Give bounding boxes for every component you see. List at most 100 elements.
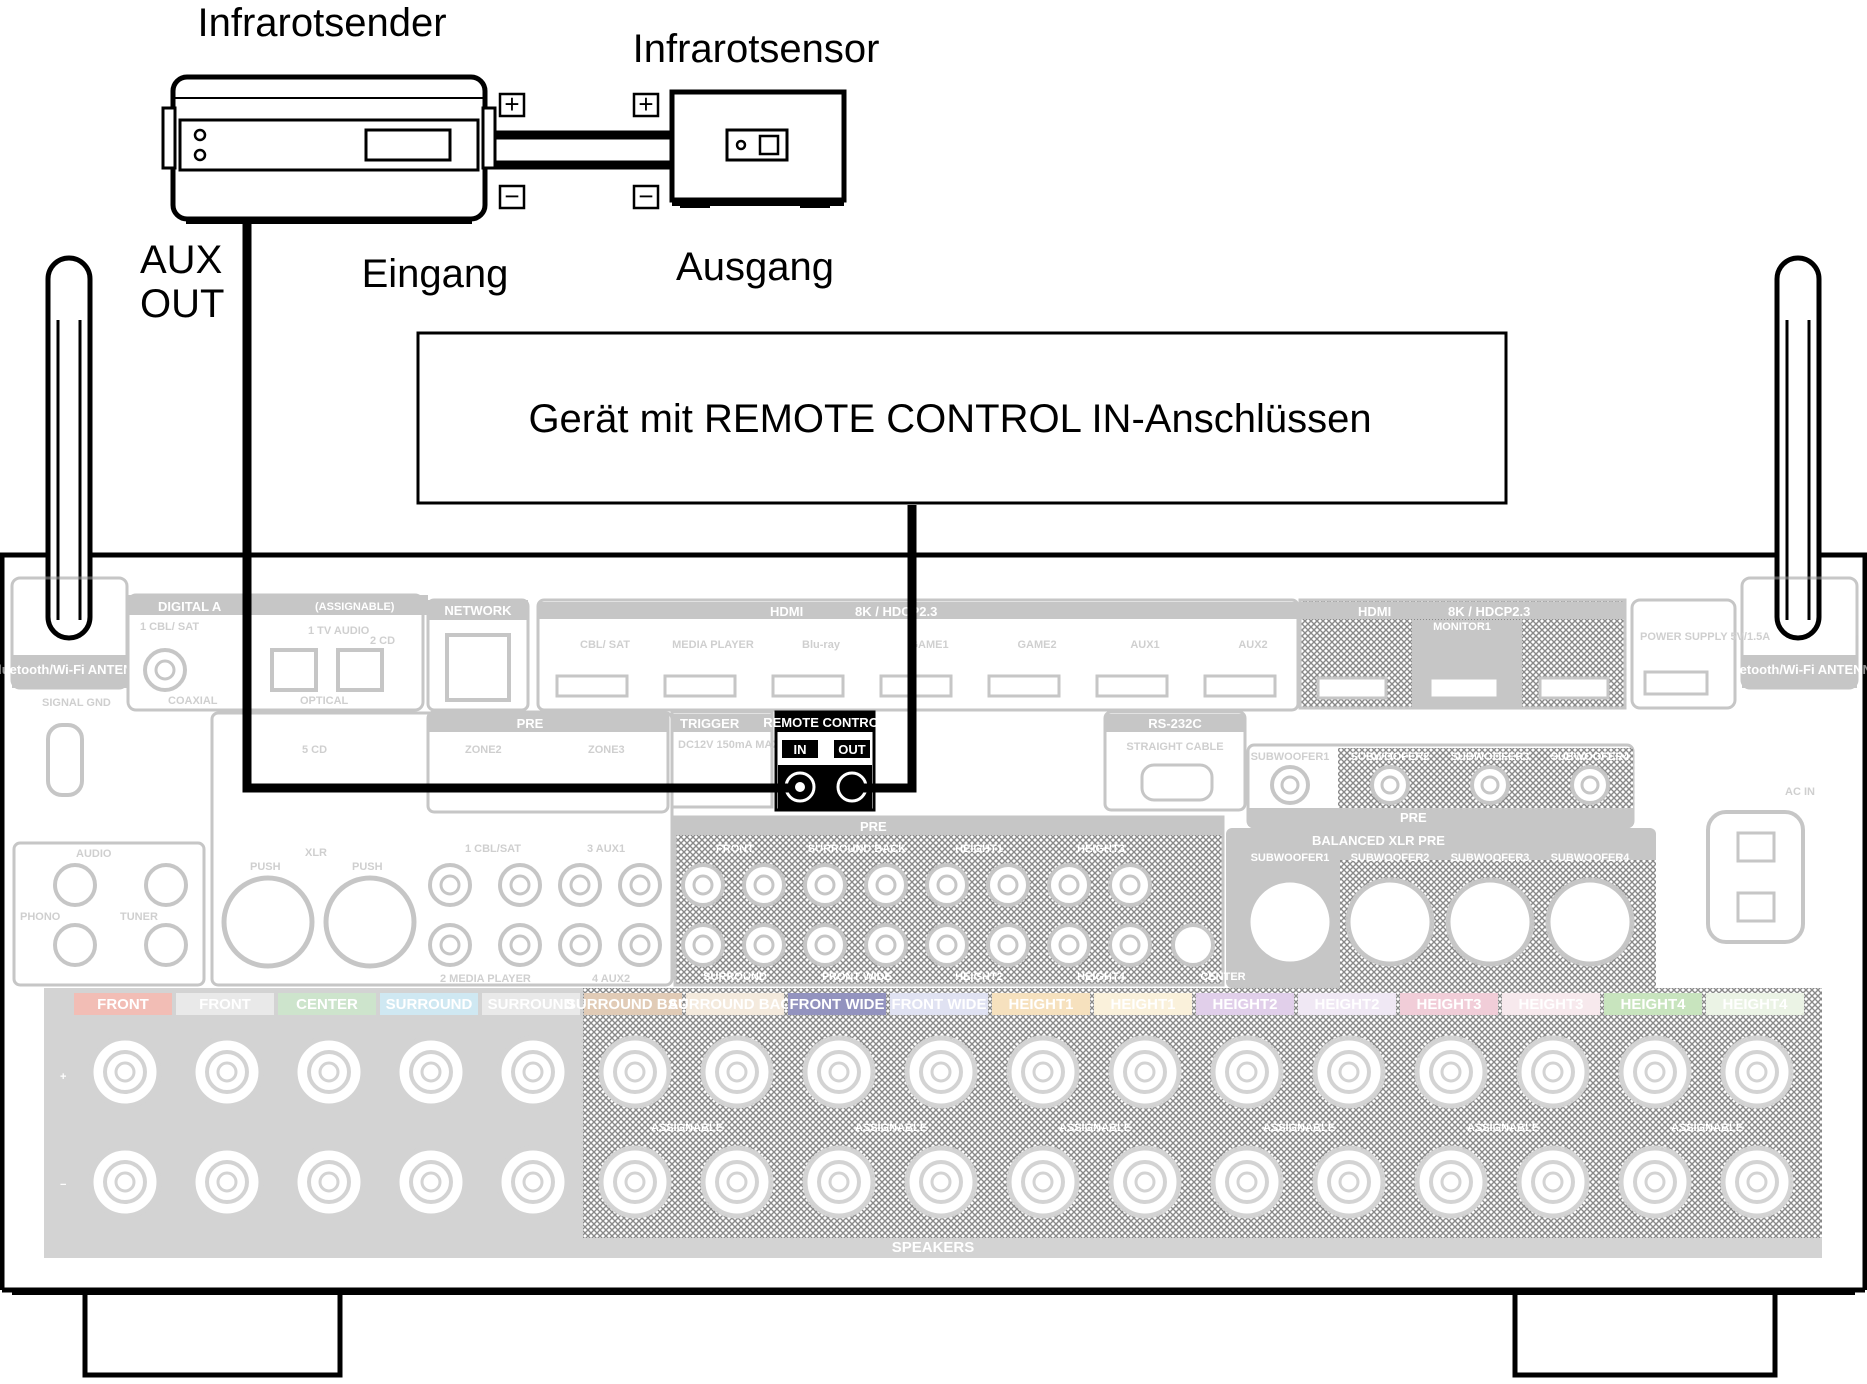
analog-in-port-6[interactable] bbox=[558, 923, 602, 967]
speaker-terminal[interactable] bbox=[1414, 1145, 1488, 1219]
speaker-terminal[interactable] bbox=[1516, 1035, 1590, 1109]
xlr-port-0[interactable] bbox=[1245, 877, 1335, 967]
sub-port-3[interactable] bbox=[1570, 765, 1610, 805]
speaker-terminal[interactable] bbox=[1312, 1035, 1386, 1109]
speaker-terminal[interactable] bbox=[802, 1035, 876, 1109]
pre-port[interactable] bbox=[864, 863, 908, 907]
speaker-terminal[interactable] bbox=[700, 1145, 774, 1219]
xlr-port-3[interactable] bbox=[1545, 877, 1635, 967]
speaker-terminal[interactable] bbox=[1210, 1035, 1284, 1109]
speaker-terminal[interactable] bbox=[292, 1145, 366, 1219]
speaker-terminal[interactable] bbox=[1414, 1035, 1488, 1109]
speaker-terminal[interactable] bbox=[190, 1035, 264, 1109]
pre-port[interactable] bbox=[803, 863, 847, 907]
speaker-header-5 bbox=[584, 993, 682, 1015]
hdmi-in-port-2[interactable] bbox=[771, 674, 845, 698]
ir-sensor-label: Infrarotsensor bbox=[633, 27, 880, 71]
pre-port[interactable] bbox=[681, 863, 725, 907]
speaker-terminal[interactable] bbox=[496, 1035, 570, 1109]
xlr-port-1[interactable] bbox=[1345, 877, 1435, 967]
pre-port[interactable] bbox=[986, 923, 1030, 967]
hdmi-out-spec: 8K / HDCP2.3 bbox=[1448, 604, 1530, 619]
analog-in-port-0[interactable] bbox=[428, 863, 472, 907]
speaker-terminal[interactable] bbox=[88, 1145, 162, 1219]
speaker-terminal[interactable] bbox=[700, 1035, 774, 1109]
speaker-header-label-11: HEIGHT2 bbox=[1212, 996, 1277, 1013]
pre-lower-label-1: FRONT WIDE bbox=[822, 971, 892, 983]
speaker-terminal[interactable] bbox=[1516, 1145, 1590, 1219]
pre-port-center[interactable] bbox=[1171, 923, 1215, 967]
speaker-terminal[interactable] bbox=[802, 1145, 876, 1219]
speaker-terminal[interactable] bbox=[1108, 1035, 1182, 1109]
cbl-sat-coax: 1 CBL/ SAT bbox=[140, 621, 199, 633]
pre-port[interactable] bbox=[1047, 923, 1091, 967]
aux2-label: 4 AUX2 bbox=[592, 973, 630, 985]
speaker-terminal[interactable] bbox=[904, 1035, 978, 1109]
speaker-terminal[interactable] bbox=[1108, 1145, 1182, 1219]
speaker-terminal[interactable] bbox=[88, 1035, 162, 1109]
speaker-terminal[interactable] bbox=[598, 1035, 672, 1109]
pre-port[interactable] bbox=[803, 923, 847, 967]
speaker-terminal[interactable] bbox=[1210, 1145, 1284, 1219]
hdmi-in-port-5[interactable] bbox=[1095, 674, 1169, 698]
speaker-terminal[interactable] bbox=[1720, 1145, 1794, 1219]
pre-port[interactable] bbox=[742, 923, 786, 967]
antenna-left bbox=[45, 255, 93, 641]
pre-port[interactable] bbox=[1108, 863, 1152, 907]
xlr-port-2[interactable] bbox=[1445, 877, 1535, 967]
speaker-terminal[interactable] bbox=[904, 1145, 978, 1219]
pre-port[interactable] bbox=[742, 863, 786, 907]
sub-port-1[interactable] bbox=[1370, 765, 1410, 805]
pre-port[interactable] bbox=[925, 863, 969, 907]
pre-port[interactable] bbox=[925, 923, 969, 967]
pre-port[interactable] bbox=[986, 863, 1030, 907]
pre-port[interactable] bbox=[1108, 923, 1152, 967]
speaker-header-3 bbox=[380, 993, 478, 1015]
analog-in-port-7[interactable] bbox=[618, 923, 662, 967]
speaker-terminal[interactable] bbox=[394, 1145, 468, 1219]
speaker-terminal[interactable] bbox=[1312, 1145, 1386, 1219]
hdmi-in-label-4: GAME2 bbox=[1017, 639, 1056, 651]
analog-in-port-5[interactable] bbox=[498, 923, 542, 967]
speaker-header-1 bbox=[176, 993, 274, 1015]
pre-label-0: FRONT bbox=[716, 843, 754, 855]
polarity-markers: + − + − bbox=[498, 89, 660, 211]
speaker-terminal[interactable] bbox=[190, 1145, 264, 1219]
cblsat1-label: 1 CBL/SAT bbox=[465, 843, 521, 855]
speaker-terminal[interactable] bbox=[496, 1145, 570, 1219]
speaker-terminal[interactable] bbox=[1618, 1145, 1692, 1219]
sub-label-1: SUBWOOFER2 bbox=[1351, 751, 1430, 763]
speaker-terminal[interactable] bbox=[598, 1145, 672, 1219]
foot-right bbox=[1512, 1295, 1778, 1378]
hdmi-in-port-1[interactable] bbox=[663, 674, 737, 698]
pre-port[interactable] bbox=[864, 923, 908, 967]
phono-label: PHONO bbox=[20, 911, 61, 923]
analog-in-port-4[interactable] bbox=[428, 923, 472, 967]
tuner-label: TUNER bbox=[120, 911, 158, 923]
pre-port[interactable] bbox=[681, 923, 725, 967]
speaker-header-16 bbox=[1706, 993, 1804, 1015]
hdmi-in-port-0[interactable] bbox=[555, 674, 629, 698]
speaker-header-label-8: FRONT WIDE bbox=[892, 996, 987, 1013]
analog-in-port-1[interactable] bbox=[498, 863, 542, 907]
hdmi-in-port-4[interactable] bbox=[987, 674, 1061, 698]
hdmi-in-label: HDMI bbox=[770, 604, 803, 619]
speaker-terminal[interactable] bbox=[1006, 1145, 1080, 1219]
analog-in-port-2[interactable] bbox=[558, 863, 602, 907]
hdmi-in-port-6[interactable] bbox=[1203, 674, 1277, 698]
speaker-terminal[interactable] bbox=[292, 1035, 366, 1109]
speaker-terminal[interactable] bbox=[1006, 1035, 1080, 1109]
sub-port-2[interactable] bbox=[1470, 765, 1510, 805]
analog-in-port-3[interactable] bbox=[618, 863, 662, 907]
straight-cable-label: STRAIGHT CABLE bbox=[1126, 741, 1223, 753]
pre-port[interactable] bbox=[1047, 863, 1091, 907]
balanced-label: BALANCED XLR PRE bbox=[1312, 833, 1445, 848]
speaker-terminal[interactable] bbox=[394, 1035, 468, 1109]
speaker-terminal[interactable] bbox=[1618, 1035, 1692, 1109]
remote-control-jacks[interactable]: REMOTE CONTROL IN OUT bbox=[763, 710, 887, 812]
speaker-terminal[interactable] bbox=[1720, 1035, 1794, 1109]
aux-out-label-line2: OUT bbox=[140, 282, 224, 326]
sub-port-0[interactable] bbox=[1270, 765, 1310, 805]
trigger-spec: DC12V 150mA MAX. bbox=[678, 739, 783, 751]
push-label-1: PUSH bbox=[250, 861, 281, 873]
